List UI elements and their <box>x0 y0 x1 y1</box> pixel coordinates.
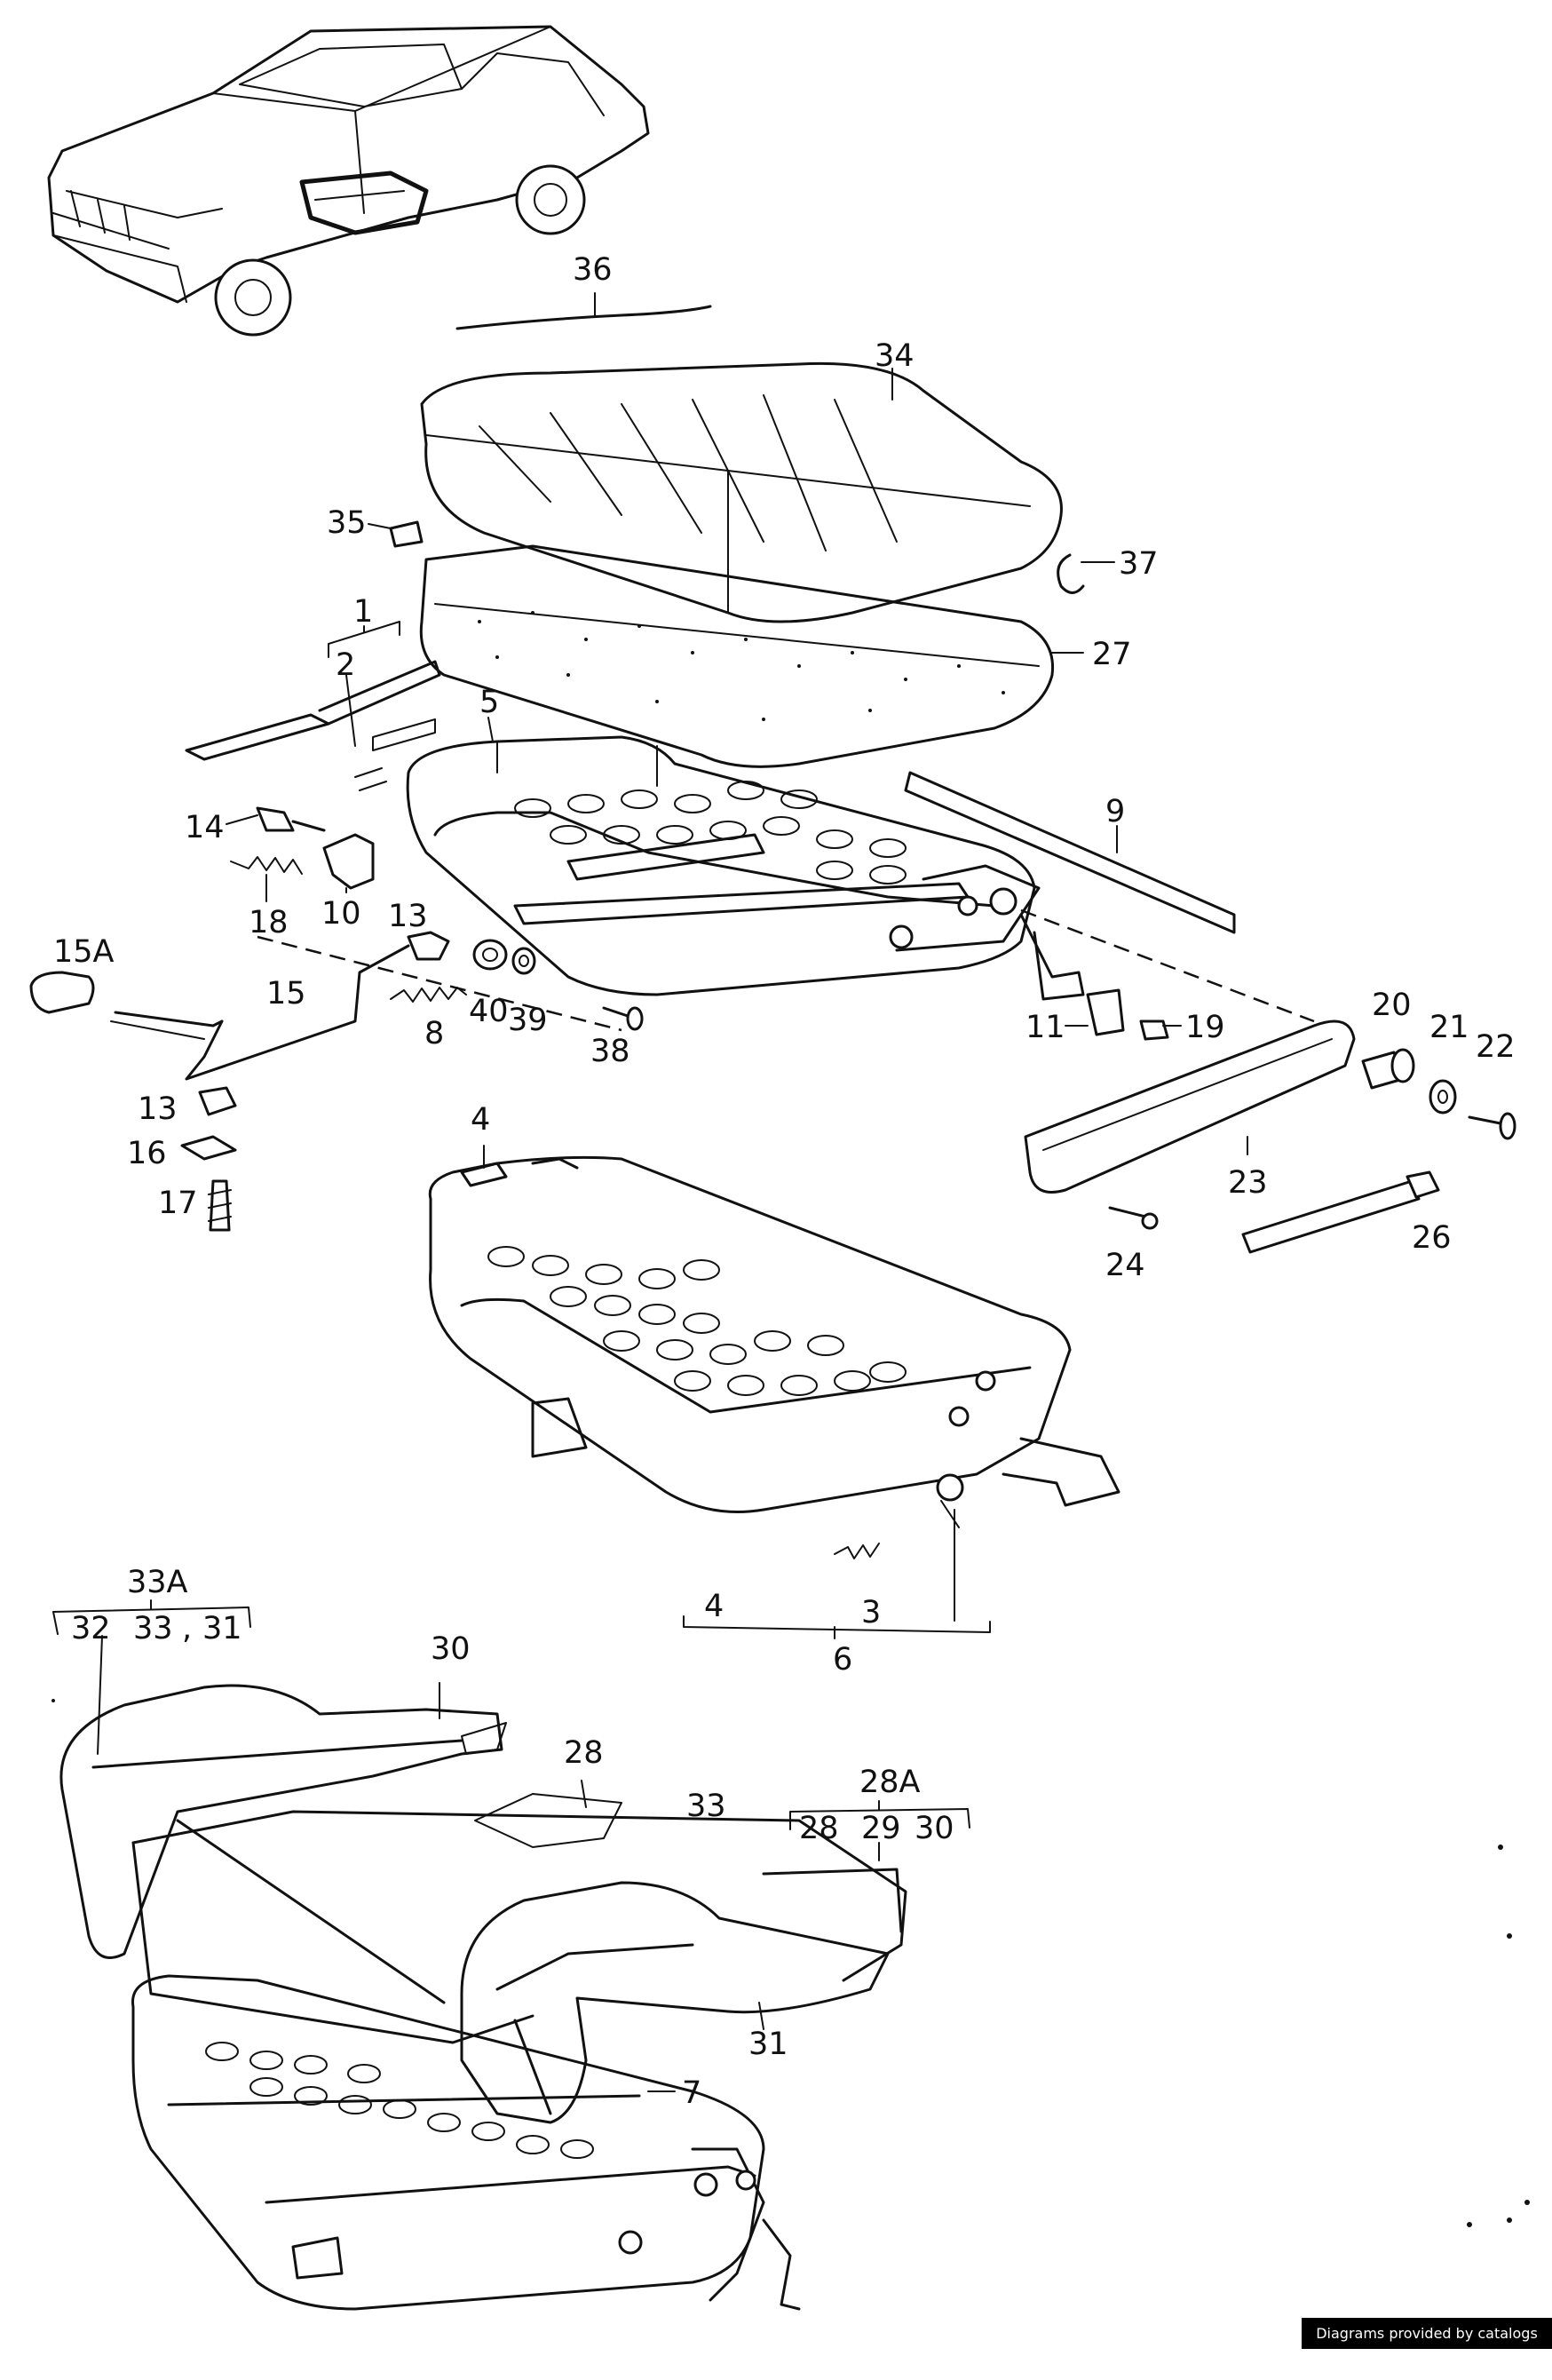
callout-34: 34 <box>875 338 915 374</box>
seat-track <box>513 833 1085 1001</box>
callout-38: 38 <box>590 1034 630 1069</box>
part-22-bolt <box>1468 1112 1516 1140</box>
callout-10: 10 <box>321 896 361 932</box>
callout-33a: 33A <box>127 1565 188 1600</box>
part-39-washer <box>511 947 536 975</box>
frame-holes <box>514 781 907 885</box>
part-15a-grip <box>29 971 95 1014</box>
part-21-washer <box>1429 1079 1457 1115</box>
callout-11: 11 <box>1025 1010 1065 1045</box>
callout-33: 33 <box>686 1789 726 1824</box>
callout-3: 3 <box>861 1595 881 1630</box>
part-34-seat-cover <box>420 361 1063 623</box>
callout-8: 8 <box>424 1016 444 1051</box>
callout-18: 18 <box>249 905 289 940</box>
part-24-screw <box>1108 1206 1159 1230</box>
callout-4-lower: 4 <box>704 1589 724 1624</box>
callout-28: 28 <box>564 1735 604 1771</box>
assembly-line <box>1020 908 1315 1023</box>
part-5-seat-frame <box>406 717 1036 996</box>
callout-1: 1 <box>353 594 373 630</box>
part-8-spring <box>390 987 467 1003</box>
car-locator-illustration <box>47 25 650 337</box>
callout-40: 40 <box>469 994 509 1029</box>
callout-5: 5 <box>479 685 499 720</box>
part-16-bracket <box>180 1135 237 1161</box>
callout-23: 23 <box>1228 1165 1268 1201</box>
part-40-nut <box>472 939 508 971</box>
callout-26: 26 <box>1412 1220 1452 1256</box>
group-bracket-6 <box>683 1615 991 1633</box>
callout-33a-group-31: 31 <box>202 1611 242 1646</box>
callout-13-upper: 13 <box>388 899 428 934</box>
part-28-pad <box>474 1780 622 1848</box>
part-11-clip <box>1065 988 1125 1036</box>
callout-21: 21 <box>1429 1010 1469 1045</box>
part-18-spring <box>230 856 303 902</box>
callout-28a-group-30: 30 <box>915 1811 954 1846</box>
part-4-seat-shell <box>428 1155 1120 1622</box>
callout-2: 2 <box>336 647 355 683</box>
part-38-bolt <box>602 1006 644 1031</box>
callout-7: 7 <box>682 2075 701 2111</box>
callout-19: 19 <box>1185 1010 1225 1045</box>
foam-texture <box>478 611 1005 721</box>
callout-24: 24 <box>1105 1248 1145 1283</box>
part-19-clip <box>1139 1019 1182 1041</box>
part-9-strip <box>904 771 1236 934</box>
part-14-bolt <box>226 806 326 832</box>
callout-14: 14 <box>185 810 225 845</box>
callout-33a-group-32: 32 <box>71 1611 111 1646</box>
part-13-bushing-upper <box>407 931 450 961</box>
callout-33a-group-separator: , <box>182 1611 192 1646</box>
part-20-bushing <box>1361 1048 1415 1090</box>
part-15-lever-rod <box>110 944 410 1081</box>
lower-frame-holes <box>205 2042 594 2159</box>
part-2-rail <box>185 660 441 791</box>
callout-22: 22 <box>1476 1029 1516 1065</box>
callout-6: 6 <box>833 1642 852 1678</box>
callout-4-upper: 4 <box>471 1102 490 1138</box>
part-10-handle <box>322 833 375 893</box>
part-27-foam-pad <box>419 544 1084 768</box>
callout-35: 35 <box>327 505 367 541</box>
callout-37: 37 <box>1119 546 1159 582</box>
callout-36: 36 <box>573 252 613 288</box>
shell-holes <box>487 1246 907 1396</box>
callout-27: 27 <box>1092 637 1132 672</box>
part-23-side-trim <box>1024 1019 1356 1194</box>
callout-28a-group-28: 28 <box>799 1811 839 1846</box>
part-17-screw <box>208 1179 232 1232</box>
callout-20: 20 <box>1372 988 1412 1023</box>
part-7-lower-frame <box>131 1974 801 2311</box>
callout-13-lower: 13 <box>138 1091 178 1127</box>
assembly-line <box>257 935 622 1032</box>
part-36-wire <box>455 305 712 330</box>
callout-31: 31 <box>748 2027 788 2062</box>
callout-39: 39 <box>508 1003 548 1038</box>
callout-9: 9 <box>1105 794 1125 829</box>
part-37-ring <box>1057 553 1115 594</box>
attribution-watermark: Diagrams provided by catalogs parts <box>1302 2318 1552 2373</box>
callout-15: 15 <box>266 976 306 1012</box>
callout-17: 17 <box>158 1186 198 1221</box>
callout-33a-group-33: 33 <box>133 1611 173 1646</box>
seat-assembly-33 <box>59 1682 907 2124</box>
callout-15a: 15A <box>53 934 115 970</box>
callout-labels: 36 34 35 37 1 2 27 5 9 14 18 10 13 15A 1… <box>53 252 1516 2111</box>
part-35-clip <box>368 520 424 548</box>
callout-28a-group-29: 29 <box>861 1811 901 1846</box>
part-13-bushing-lower <box>198 1086 237 1116</box>
part-26-tube <box>1241 1170 1440 1254</box>
callout-16: 16 <box>127 1136 167 1171</box>
callout-30: 30 <box>431 1631 471 1667</box>
callout-28a: 28A <box>859 1765 921 1800</box>
